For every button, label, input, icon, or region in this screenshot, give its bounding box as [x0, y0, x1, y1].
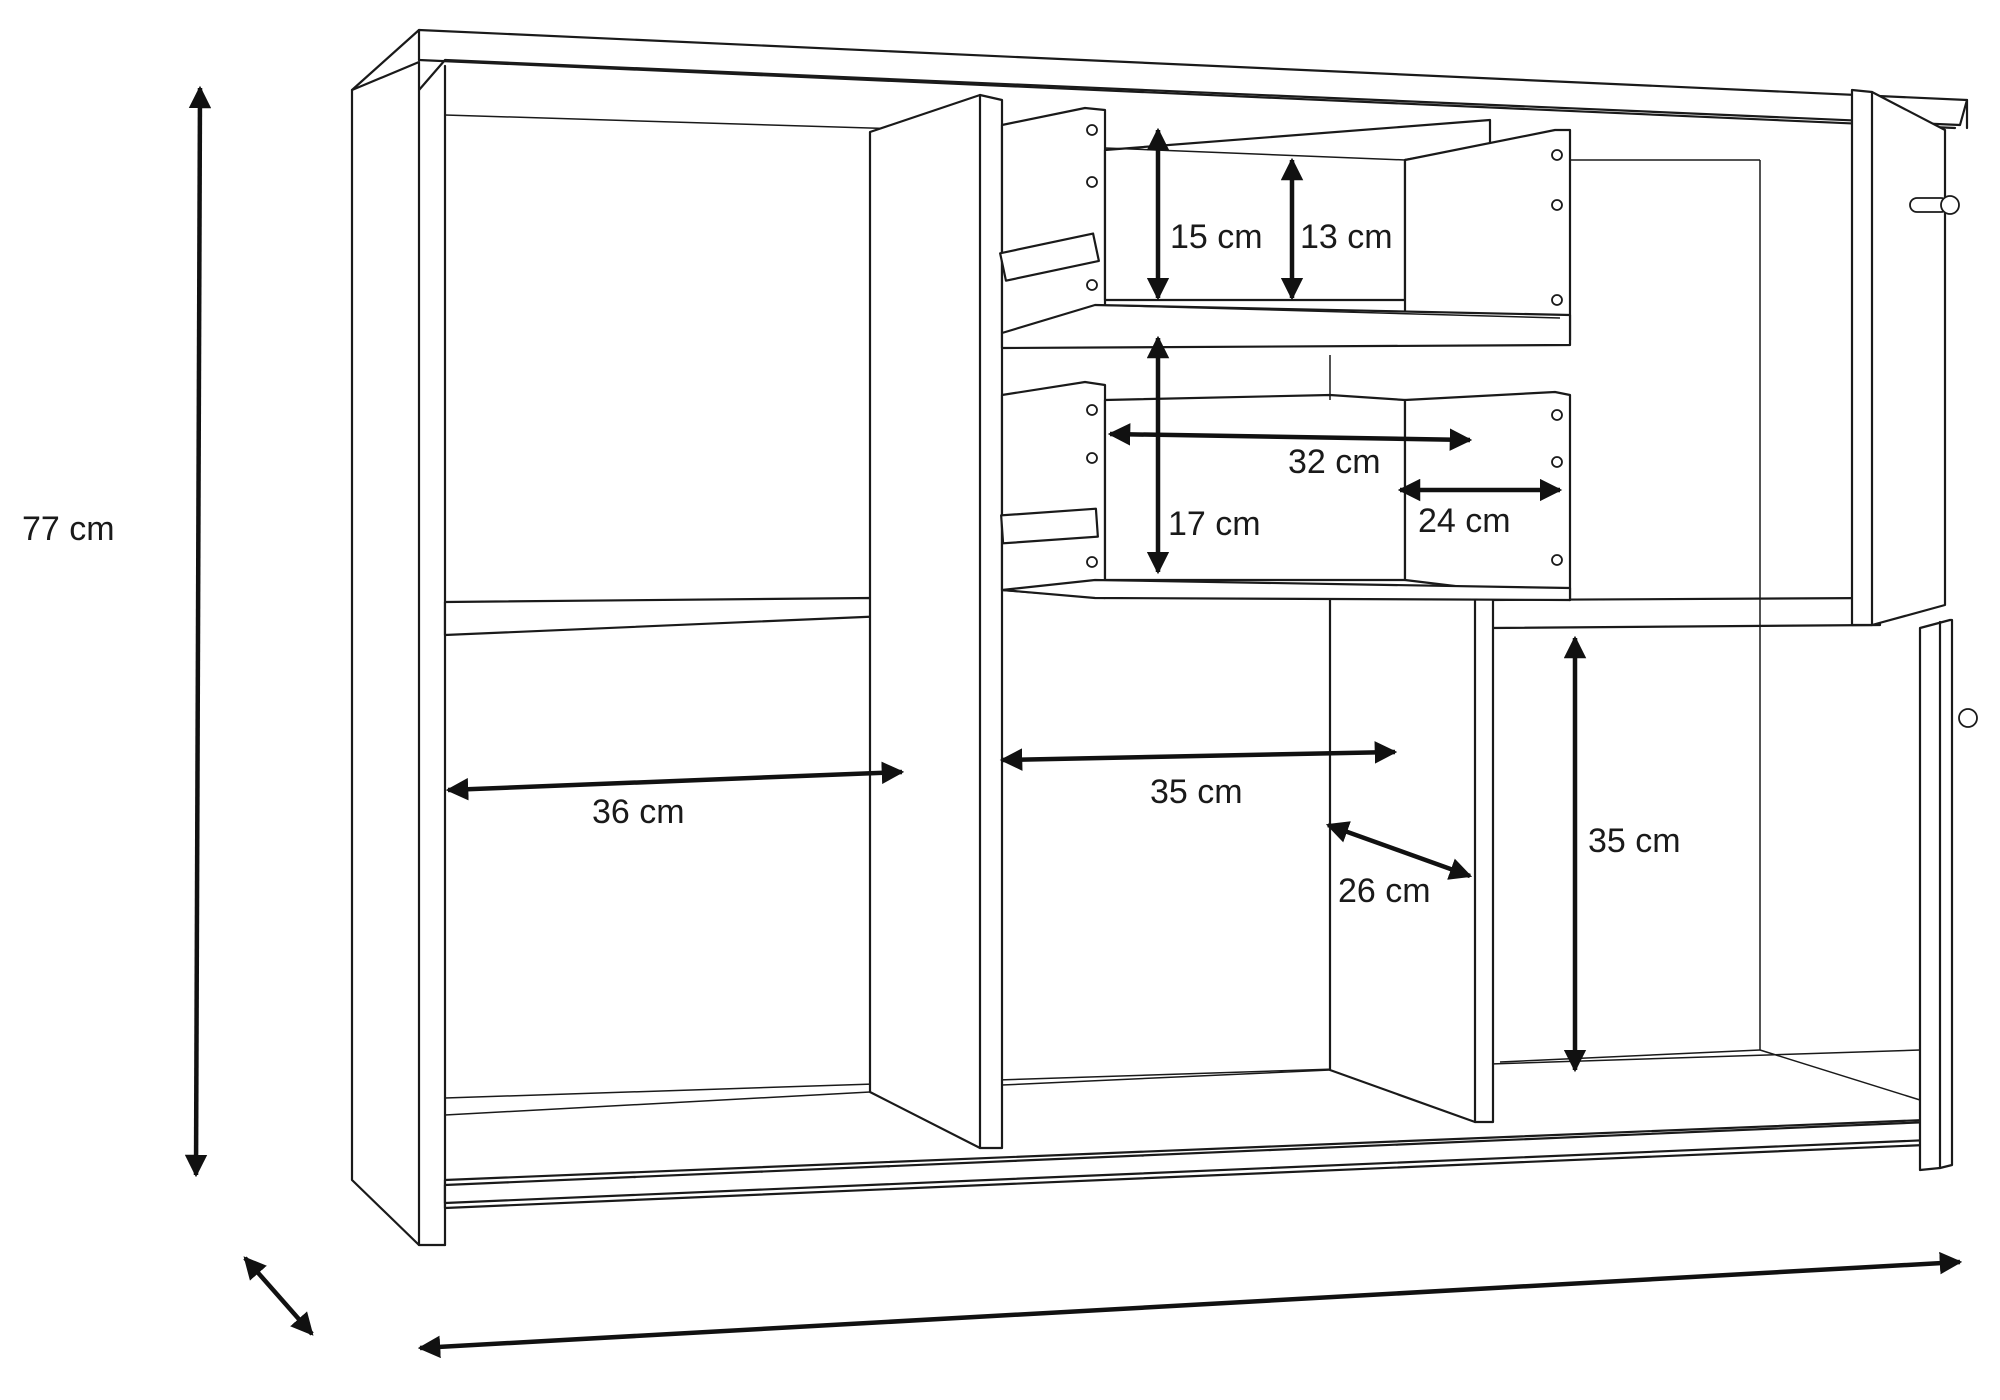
- dowel: [1086, 404, 1098, 416]
- dowel: [1551, 199, 1563, 211]
- upper-drawer-side-label: 13 cm: [1300, 218, 1393, 256]
- dowel: [1086, 176, 1098, 188]
- dowel: [1551, 554, 1563, 566]
- lower-drawer-bottom: [1000, 578, 1572, 602]
- upper-drawer: [999, 106, 1572, 350]
- dowel: [1086, 124, 1098, 136]
- left-side-panel: [350, 60, 421, 1247]
- lower-drawer-right-side: [1403, 390, 1572, 602]
- lower-drawer-height-label: 17 cm: [1168, 505, 1261, 543]
- left-floor-back: [444, 1091, 871, 1116]
- upper-drawer-left-side: [1000, 106, 1107, 342]
- upper-drawer-bottom-rail: [1094, 304, 1561, 319]
- lower-drawer-back: [1103, 393, 1407, 582]
- upper-drawer-right-side: [1403, 128, 1572, 342]
- right-floor-back: [1499, 1049, 1761, 1063]
- top-front-edge: [417, 58, 1957, 130]
- dowel: [1086, 556, 1098, 568]
- middle-compartment-width-arrow: [999, 741, 1398, 771]
- dimension-arrows: [184, 85, 1963, 1359]
- middle-compartment-width-label: 35 cm: [1150, 773, 1243, 811]
- upper-drawer-height-label: 15 cm: [1170, 218, 1263, 256]
- base-board: [443, 1120, 1932, 1205]
- upper-drawer-runner: [999, 232, 1100, 282]
- drawer-depth-label: 24 cm: [1418, 502, 1511, 540]
- middle-compartment-depth-arrow: [1325, 821, 1473, 880]
- right-shelf: [1488, 596, 1882, 630]
- dowel: [1551, 294, 1563, 306]
- lower-door-knob: [1958, 708, 1978, 728]
- left-compartment-width-label: 36 cm: [592, 793, 685, 831]
- divider-right: [1328, 596, 1495, 1124]
- dowel: [1086, 279, 1098, 291]
- right-upper-door: [1850, 88, 1960, 627]
- upper-drawer-bottom: [1000, 303, 1572, 350]
- lower-door-panel: [1918, 618, 1954, 1172]
- back-bottom-line: [444, 1049, 1921, 1099]
- dowel: [1551, 456, 1563, 468]
- overall-height-label: 77 cm: [22, 510, 115, 548]
- upper-door-panel: [1850, 88, 1947, 627]
- right-compartment-height-label: 35 cm: [1588, 822, 1681, 860]
- divider-left: [868, 93, 1004, 1150]
- middle-compartment-depth-label: 26 cm: [1338, 872, 1431, 910]
- overall-height-arrow: [184, 85, 212, 1178]
- left-compartment-width-arrow: [445, 761, 905, 801]
- middle-floor-back: [1001, 1069, 1331, 1086]
- overall-width-arrow: [417, 1251, 1963, 1359]
- dowel: [1551, 149, 1563, 161]
- upper-door-knob: [1940, 195, 1960, 215]
- lower-drawer: [1000, 355, 1572, 602]
- lower-drawer-runner: [1000, 507, 1099, 545]
- drawer-width-label: 32 cm: [1288, 443, 1381, 481]
- left-floor-side: [869, 1091, 981, 1149]
- drawer-width-arrow: [1107, 423, 1473, 451]
- right-floor-side: [1759, 1049, 1921, 1101]
- right-lower-door: [1918, 618, 1978, 1172]
- top-board: [350, 28, 1969, 127]
- dowel: [1086, 452, 1098, 464]
- dimension-labels: 77 cm 15 cm 13 cm 32 cm 17 cm 24 cm 36 c…: [22, 218, 1681, 910]
- depth-arrow: [243, 1256, 314, 1336]
- dowel: [1551, 409, 1563, 421]
